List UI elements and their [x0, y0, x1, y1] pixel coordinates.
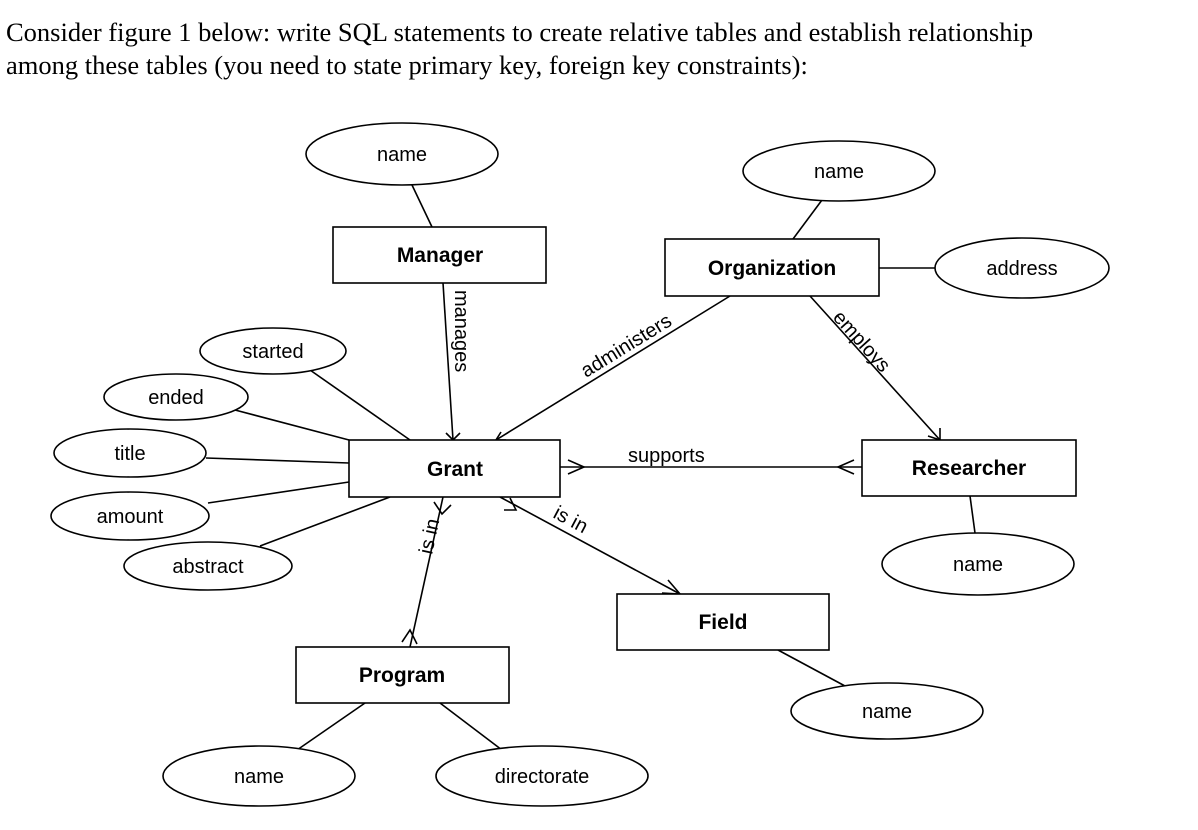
manager-name-label: name	[377, 144, 427, 166]
organization-entity: Organization	[664, 238, 880, 297]
field-entity: Field	[616, 593, 830, 651]
grant-amount-label: amount	[97, 506, 164, 528]
organization-name-link	[792, 199, 823, 240]
researcher-name-link	[969, 495, 976, 534]
researcher-name-label: name	[953, 554, 1003, 576]
grant-started-label: started	[242, 341, 303, 363]
grant-field-arrow-top	[504, 497, 518, 511]
administers-label: administers	[577, 310, 676, 382]
organization-name-attribute: name	[742, 140, 936, 202]
program-directorate-label: directorate	[495, 766, 590, 788]
researcher-entity: Researcher	[861, 439, 1077, 497]
grant-field-arrow-bottom	[661, 579, 682, 595]
grant-program-arrow-top	[433, 501, 452, 516]
grant-abstract-label: abstract	[172, 556, 244, 578]
supports-arrow-grant	[567, 459, 586, 475]
grant-ended-attribute: ended	[103, 373, 249, 421]
researcher-entity-label: Researcher	[912, 457, 1026, 480]
grant-abstract-link	[259, 496, 391, 547]
supports-arrow-researcher	[836, 459, 855, 475]
grant-started-link	[309, 369, 411, 441]
question-line-1: Consider figure 1 below: write SQL state…	[6, 17, 1034, 47]
organization-address-attribute: address	[934, 237, 1110, 299]
researcher-name-attribute: name	[881, 532, 1075, 596]
grant-abstract-attribute: abstract	[123, 541, 293, 591]
program-directorate-attribute: directorate	[435, 745, 649, 807]
grant-field-is-in-label: is in	[550, 502, 592, 538]
organization-name-label: name	[814, 161, 864, 183]
field-name-attribute: name	[790, 682, 984, 740]
manager-name-link	[411, 184, 433, 228]
program-entity-label: Program	[359, 664, 445, 687]
employs-label: employs	[828, 307, 894, 377]
field-entity-label: Field	[698, 611, 747, 634]
employs-line	[809, 295, 941, 441]
grant-entity: Grant	[348, 439, 561, 498]
question-text: Consider figure 1 below: write SQL state…	[6, 16, 1192, 82]
grant-ended-label: ended	[148, 387, 204, 409]
grant-field-is-in-line	[499, 496, 681, 595]
program-name-attribute: name	[162, 745, 356, 807]
organization-address-label: address	[986, 258, 1057, 280]
program-directorate-link	[439, 702, 503, 751]
grant-entity-label: Grant	[427, 458, 483, 481]
manages-label: manages	[450, 290, 472, 372]
grant-title-label: title	[114, 443, 145, 465]
field-name-link	[777, 649, 846, 687]
manager-entity: Manager	[332, 226, 547, 284]
organization-entity-label: Organization	[708, 257, 836, 280]
administers-line	[495, 295, 731, 441]
grant-started-attribute: started	[199, 327, 347, 375]
grant-program-arrow-bottom	[401, 628, 418, 645]
grant-title-link	[205, 457, 350, 464]
grant-amount-attribute: amount	[50, 491, 210, 541]
program-entity: Program	[295, 646, 510, 704]
grant-program-is-in-line	[409, 496, 444, 648]
program-name-label: name	[234, 766, 284, 788]
grant-ended-link	[234, 409, 350, 441]
manages-line	[442, 282, 454, 441]
field-name-label: name	[862, 701, 912, 723]
supports-label: supports	[628, 445, 705, 467]
manager-name-attribute: name	[305, 122, 499, 186]
program-name-link	[296, 702, 366, 751]
grant-amount-link	[207, 481, 350, 504]
manager-entity-label: Manager	[397, 244, 483, 267]
question-line-2: among these tables (you need to state pr…	[6, 50, 808, 80]
grant-title-attribute: title	[53, 428, 207, 478]
grant-program-is-in-label: is in	[415, 517, 444, 556]
